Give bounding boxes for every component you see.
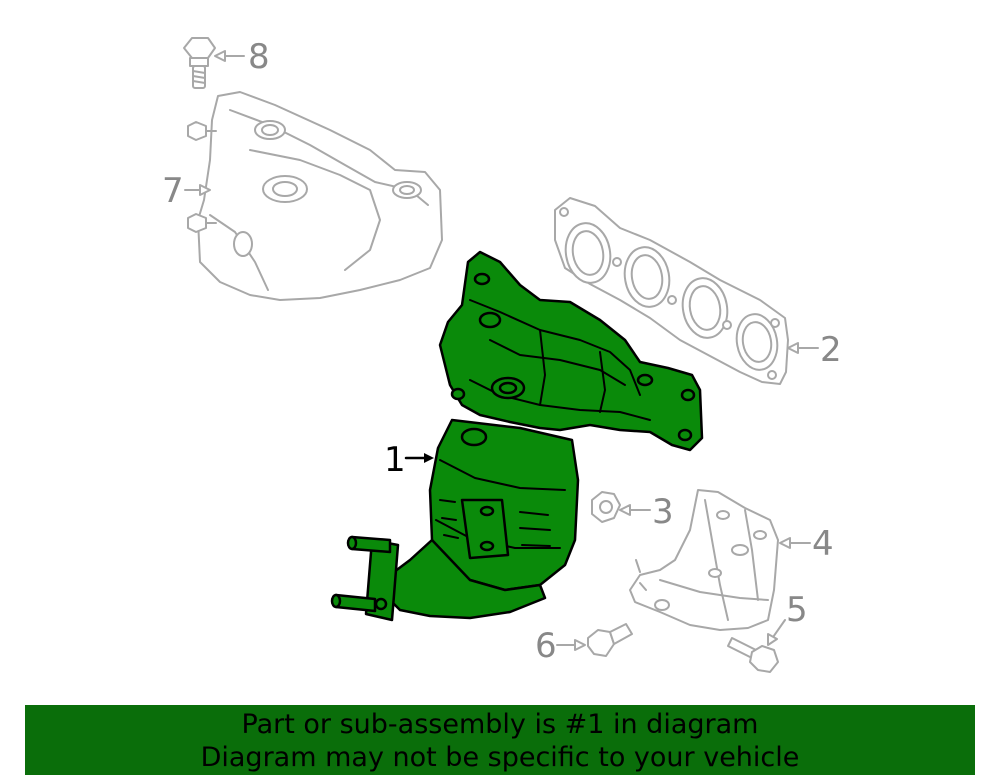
callout-5: 5 xyxy=(786,590,808,630)
callout-3: 3 xyxy=(652,492,674,532)
leader-arrows xyxy=(184,50,819,651)
part-4-bracket xyxy=(629,489,779,631)
part-2-gasket xyxy=(554,197,789,385)
part-7-heat-shield xyxy=(187,91,443,301)
part-8-bolt xyxy=(183,37,216,89)
banner-line-2: Diagram may not be specific to your vehi… xyxy=(200,742,800,773)
callout-7: 7 xyxy=(162,171,184,211)
callout-2: 2 xyxy=(820,330,842,370)
part-5-bolt xyxy=(727,637,779,673)
callout-8: 8 xyxy=(248,37,270,77)
info-banner: Part or sub-assembly is #1 in diagram Di… xyxy=(25,705,975,775)
part-3-nut xyxy=(591,491,621,523)
part-6-bolt xyxy=(587,623,633,657)
callout-4: 4 xyxy=(812,524,834,564)
callout-1: 1 xyxy=(384,440,406,480)
callout-6: 6 xyxy=(535,626,557,666)
part-1-catalytic-converter-manifold xyxy=(330,250,704,622)
banner-line-1: Part or sub-assembly is #1 in diagram xyxy=(241,709,759,740)
